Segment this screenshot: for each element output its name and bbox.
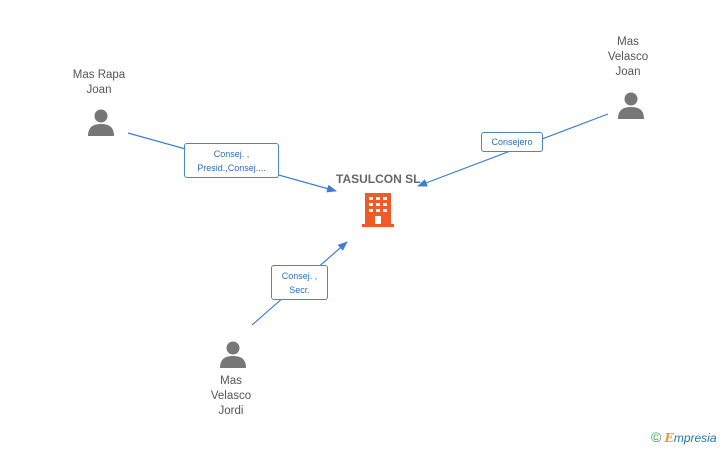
building-icon[interactable] — [362, 193, 394, 227]
person-icon[interactable] — [617, 91, 645, 119]
person-name-mas-velasco-joan[interactable]: Mas Velasco Joan — [607, 36, 649, 78]
brand-initial: E — [664, 431, 674, 445]
copyright-icon: © — [651, 429, 662, 445]
person-icon[interactable] — [219, 340, 247, 368]
person-name-mas-velasco-jordi[interactable]: Mas Velasco Jordi — [210, 375, 252, 417]
role-label-mas-velasco-joan[interactable]: Consejero — [481, 132, 543, 152]
company-name[interactable]: TASULCON SL — [336, 172, 421, 186]
brand-name: mpresia — [673, 431, 717, 445]
role-label-mas-velasco-jordi[interactable]: Consej. , Secr. — [271, 265, 328, 300]
empresia-logo: © Empresia — [651, 429, 717, 445]
role-label-mas-rapa-joan[interactable]: Consej. , Presid.,Consej.... — [184, 143, 279, 178]
person-icon[interactable] — [87, 108, 115, 136]
person-name-mas-rapa-joan[interactable]: Mas Rapa Joan — [72, 69, 126, 96]
